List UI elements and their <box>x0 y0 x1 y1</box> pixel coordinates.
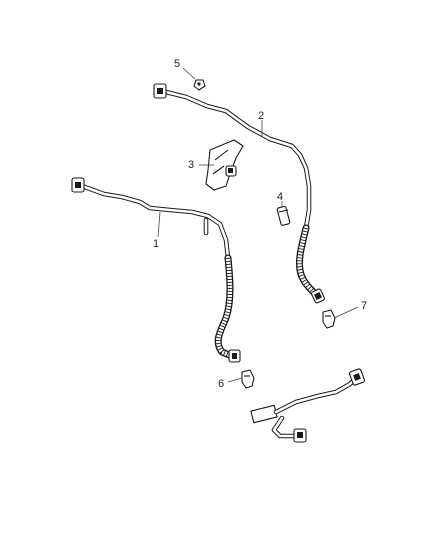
fuel-line-upper <box>153 83 325 304</box>
fuel-line-bottom <box>250 368 366 443</box>
quick-connector-bottom-right <box>348 368 366 386</box>
callout-7: 7 <box>361 300 367 312</box>
quick-connector-bottom-left <box>293 428 307 443</box>
quick-connector-upper-lower <box>311 288 325 304</box>
fuel-line-left <box>71 177 241 363</box>
leader-7 <box>333 306 359 319</box>
quick-connector-upper-left <box>153 83 167 99</box>
callout-4: 4 <box>277 191 283 203</box>
quick-connector-left-upper <box>71 177 85 193</box>
callout-2: 2 <box>258 110 264 122</box>
leader-5 <box>182 67 196 80</box>
leader-1 <box>157 211 161 238</box>
leader-6 <box>227 377 243 383</box>
retainer-clip-lower <box>241 369 255 389</box>
retainer-clip-right <box>322 309 336 329</box>
callout-5: 5 <box>174 58 180 70</box>
sleeve <box>276 205 291 226</box>
callout-1: 1 <box>153 238 159 250</box>
push-pin-clip <box>193 79 206 91</box>
callout-3: 3 <box>188 159 194 171</box>
mounting-bracket <box>205 139 244 191</box>
quick-connector-left-lower <box>228 349 241 363</box>
callout-6: 6 <box>218 378 224 390</box>
